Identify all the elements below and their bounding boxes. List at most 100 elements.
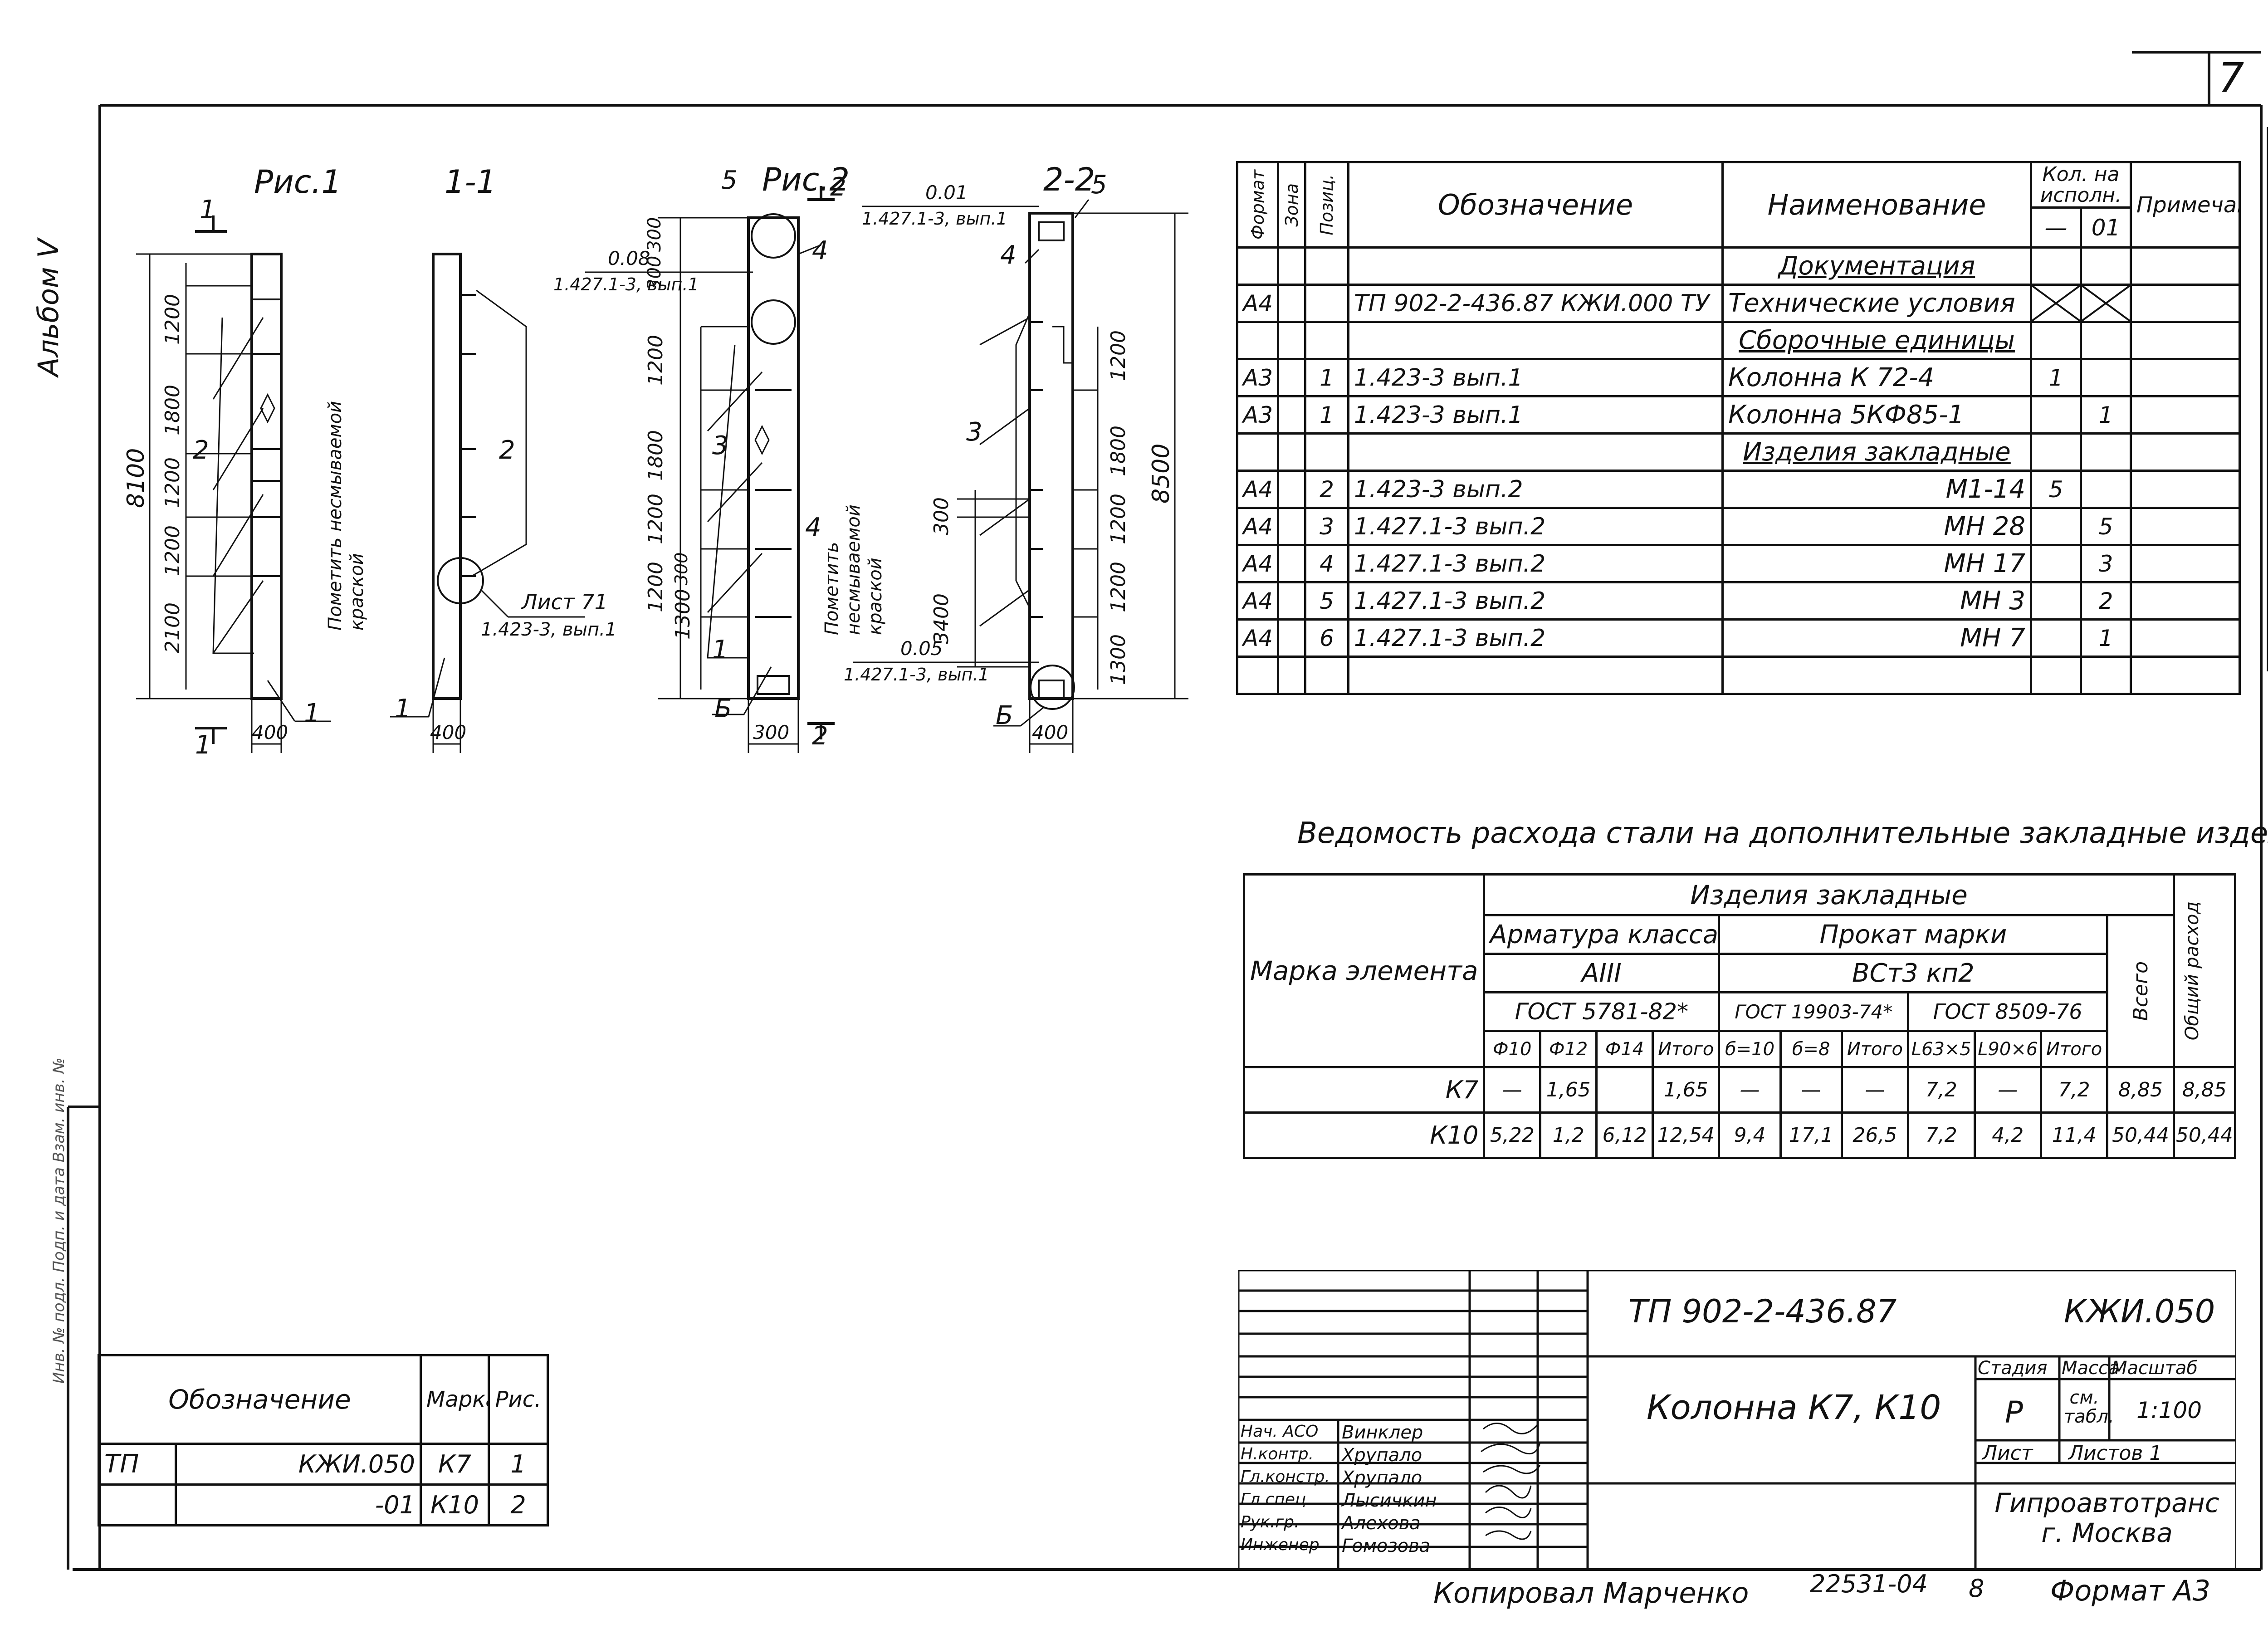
- variants-cell-mark: К7: [420, 1443, 490, 1486]
- variants-cell-d2: -01: [175, 1483, 422, 1526]
- section-mark-1-top: 1: [200, 195, 216, 225]
- level-008: 0.08: [608, 247, 650, 269]
- spec-h-qty-dash: —: [2030, 206, 2082, 249]
- dim-8500: 8500: [1148, 443, 1175, 504]
- tb-person-name: Хрупало: [1342, 1468, 1422, 1488]
- leader-sheet-ref: 1.423-3, вып.1: [481, 619, 617, 640]
- spec-cell-q1: [2030, 618, 2082, 658]
- tb-person-name: Винклер: [1342, 1422, 1423, 1443]
- steel-table: Марка элемента Изделия закладные Общий р…: [1242, 873, 2237, 1159]
- spec-cell-zone: [1277, 470, 1306, 509]
- tb-sheet-header: Лист: [1982, 1442, 2033, 1465]
- steel-h-gost1: ГОСТ 19903-74*: [1718, 991, 1910, 1032]
- spec-cell-format: [1236, 321, 1279, 360]
- steel-subheader: L63×5: [1907, 1030, 1976, 1068]
- steel-cell-value: —: [1483, 1066, 1542, 1114]
- dim-fig1-4: 2100: [161, 602, 184, 653]
- variants-h-designation: Обозначение: [98, 1354, 422, 1445]
- tb-name: Колонна К7, К10: [1647, 1388, 1941, 1427]
- bottom-num: 8: [1969, 1574, 1984, 1603]
- spec-cell-q2: 5: [2079, 507, 2132, 546]
- spec-cell-designation: 1.423-3 вып.1: [1347, 395, 1724, 435]
- spec-cell-name: Колонна К 72-4: [1721, 358, 2032, 397]
- spec-row: [1236, 656, 2241, 695]
- spec-cell-format: А4: [1236, 284, 1279, 323]
- spec-cell-designation: 1.427.1-3 вып.2: [1347, 618, 1724, 658]
- spec-cell-q1: [2030, 544, 2082, 583]
- bottom-code: 22531-04: [1810, 1570, 1928, 1598]
- side-stamp: Инв. № подл. Подп. и дата Взам. инв. №: [50, 1057, 68, 1384]
- dim-fig2a-6: 300: [671, 552, 691, 585]
- steel-h-rolled: Прокат марки: [1718, 914, 2109, 955]
- spec-cell-q2: [2079, 470, 2132, 509]
- section-mark-2-top: 2: [830, 172, 846, 202]
- width-section-2: 400: [1032, 721, 1069, 744]
- spec-cell-pos: [1304, 656, 1349, 695]
- spec-cell-format: [1236, 246, 1279, 286]
- spec-cell-name: Документация: [1721, 246, 2032, 286]
- spec-cell-name: Изделия закладные: [1721, 432, 2032, 472]
- spec-cell-designation: [1347, 321, 1724, 360]
- variants-h-fig: Рис.: [488, 1354, 549, 1445]
- variants-cell-d1: [98, 1483, 177, 1526]
- fig1-section-label: 1-1: [445, 163, 497, 201]
- spec-cell-pos: [1304, 284, 1349, 323]
- steel-subheader: Ф12: [1539, 1030, 1598, 1068]
- spec-cell-pos: 5: [1304, 581, 1349, 621]
- tb-scale: 1:100: [2136, 1397, 2202, 1424]
- spec-cell-q2: [2079, 246, 2132, 286]
- pos-mark-4b-fig2: 4: [805, 513, 821, 542]
- steel-cell-value: 6,12: [1595, 1111, 1654, 1159]
- leader-sheet: Лист 71: [522, 590, 608, 614]
- tb-doc: КЖИ.050: [2064, 1293, 2215, 1330]
- dim-fig2a-4: 1200: [644, 494, 667, 544]
- spec-h-format: Формат: [1247, 170, 1268, 240]
- steel-cell-value: 17,1: [1779, 1111, 1843, 1159]
- spec-cell-q2: 3: [2079, 544, 2132, 583]
- pos-mark-3-fig2: 3: [712, 431, 728, 460]
- spec-cell-designation: 1.427.1-3 вып.2: [1347, 544, 1724, 583]
- dim-fig2a-5: 1200: [644, 562, 667, 612]
- steel-cell-total: 50,44: [2106, 1111, 2175, 1159]
- spec-row: Изделия закладные: [1236, 432, 2241, 472]
- steel-cell-value: [1595, 1066, 1654, 1114]
- title-block: ТП 902-2-436.87 КЖИ.050 Колонна К7, К10 …: [1238, 1270, 2236, 1570]
- spec-h-zone: Зона: [1281, 183, 1302, 227]
- spec-cell-q2: [2079, 284, 2132, 323]
- dim-fig2a-2: 1200: [644, 335, 667, 386]
- spec-cell-zone: [1277, 507, 1306, 546]
- spec-cell-name: [1721, 656, 2032, 695]
- spec-cell-format: [1236, 656, 1279, 695]
- variants-cell-fig: 1: [488, 1443, 549, 1486]
- steel-cell-value: 7,2: [2039, 1066, 2109, 1114]
- steel-h-rebar-class: АIII: [1483, 953, 1721, 993]
- spec-cell-name: Сборочные единицы: [1721, 321, 2032, 360]
- tb-person-role: Гл.спец.: [1241, 1490, 1311, 1509]
- spec-cell-format: [1236, 432, 1279, 472]
- dim-fig1-2: 1200: [161, 457, 184, 508]
- steel-cell-overall: 8,85: [2172, 1066, 2237, 1114]
- spec-cell-format: А3: [1236, 395, 1279, 435]
- spec-cell-format: А4: [1236, 544, 1279, 583]
- spec-cell-note: [2130, 507, 2241, 546]
- spec-cell-note: [2130, 246, 2241, 286]
- spec-cell-zone: [1277, 618, 1306, 658]
- note-paint-fig2: Пометить несмываемой краской: [821, 504, 886, 635]
- steel-cell-value: 5,22: [1483, 1111, 1542, 1159]
- dim-fig2c-2: 1200: [1107, 494, 1130, 544]
- steel-subheader: Ф14: [1595, 1030, 1654, 1068]
- spec-cell-zone: [1277, 544, 1306, 583]
- steel-subheader: Итого: [1652, 1030, 1721, 1068]
- width-fig2: 300: [753, 721, 790, 744]
- steel-h-gost2: ГОСТ 8509-76: [1907, 991, 2109, 1032]
- spec-cell-pos: [1304, 432, 1349, 472]
- spec-cell-name: М1-14: [1721, 470, 2032, 509]
